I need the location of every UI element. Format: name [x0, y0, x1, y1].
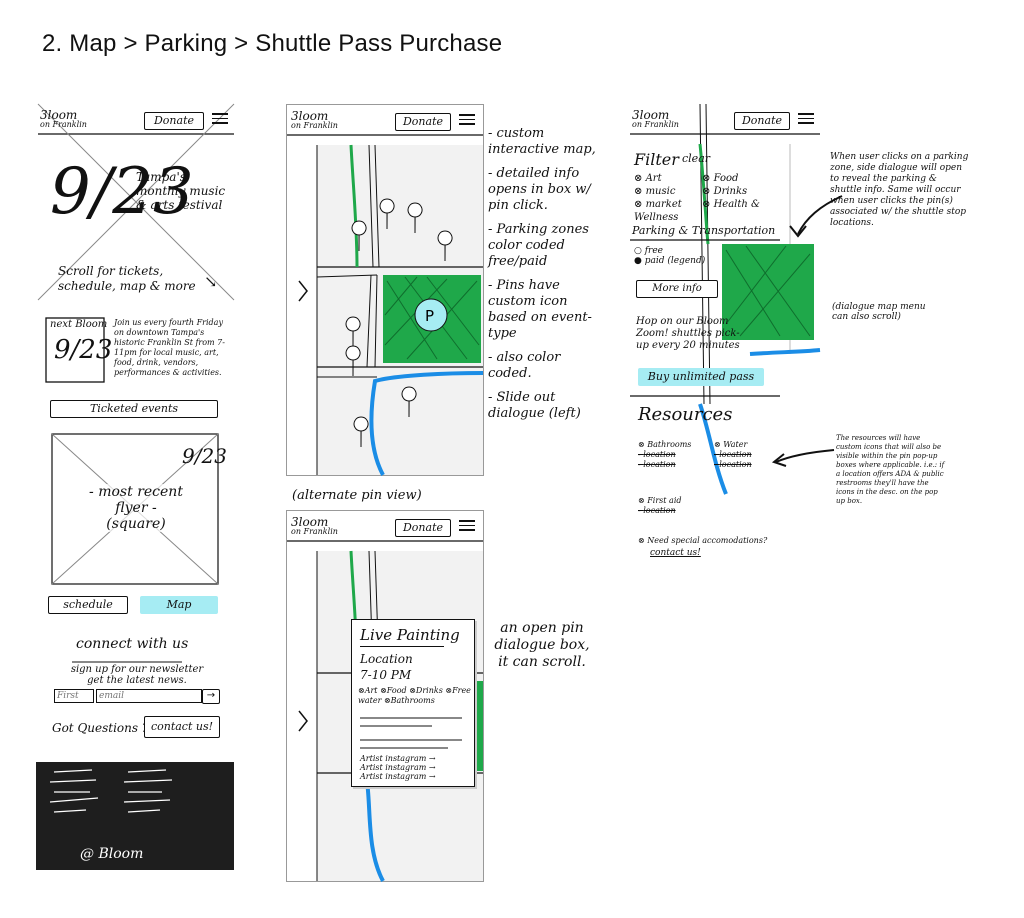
tag-item: ⊗Bathrooms [383, 696, 435, 705]
page-title: 2. Map > Parking > Shuttle Pass Purchase [42, 30, 503, 57]
description-scribble [360, 717, 462, 749]
hamburger-menu-icon[interactable] [459, 517, 475, 531]
connect-heading: connect with us [76, 636, 189, 652]
donate-button[interactable]: Donate [395, 519, 451, 537]
artist-link[interactable]: Artist instagram → [360, 763, 436, 772]
scroll-text: Scroll for tickets, schedule, map & more [58, 264, 196, 293]
filter-music[interactable]: ⊗ music [634, 186, 676, 197]
filter-market[interactable]: ⊗ market [634, 199, 682, 210]
popup-note: an open pin dialogue box, it can scroll. [494, 620, 590, 670]
title-underline [360, 646, 444, 647]
accommodations-text: ⊗ Need special accomodations? [638, 536, 768, 545]
parking-marker-icon[interactable] [414, 298, 448, 332]
artist-link[interactable]: Artist instagram → [360, 772, 436, 781]
filter-list: ⊗ Art ⊗ Food ⊗ music ⊗ Drinks ⊗ market⊗ He… [634, 172, 784, 224]
contact-link[interactable]: contact us! [650, 548, 701, 558]
filter-heading: Filter [634, 150, 679, 169]
map-wireframe: 3loom on Franklin Donate P [286, 104, 484, 476]
footer-link-scribbles [49, 769, 173, 813]
about-text: Join us every fourth Friday on downtown … [114, 318, 225, 377]
clear-filters-link[interactable]: clear [682, 152, 711, 165]
buy-unlimited-pass-button[interactable]: Buy unlimited pass [638, 368, 764, 386]
resources-heading: Resources [638, 404, 733, 425]
filter-drinks[interactable]: ⊗ Drinks [702, 186, 748, 197]
scroll-note: (dialogue map menu can also scroll) [832, 302, 926, 322]
flyer-date: 9/23 [182, 444, 227, 468]
brand-logo[interactable]: 3loom on Franklin [291, 109, 338, 130]
parking-panel-wireframe: 3loom on Franklin Donate Filter clear ⊗ … [630, 103, 821, 574]
artist-link[interactable]: Artist instagram → [360, 754, 436, 763]
pin-dialog-tags: ⊗Art ⊗Food ⊗Drinks ⊗Free water ⊗Bathroom… [358, 686, 474, 706]
schedule-button[interactable]: schedule [48, 596, 128, 614]
tag-item: ⊗Free water [358, 686, 471, 705]
footer-handle[interactable]: @ Bloom [80, 846, 144, 862]
alt-view-label: (alternate pin view) [292, 488, 422, 503]
parking-marker-label: P [425, 307, 434, 325]
footer: @ Bloom [36, 762, 234, 870]
submit-arrow-button[interactable]: → [202, 689, 220, 704]
legend-free: ○ free [634, 246, 664, 256]
filter-art[interactable]: ⊗ Art [634, 173, 662, 184]
home-sketch-lines [37, 103, 235, 663]
next-bloom-label: next Bloom [50, 319, 108, 330]
parking-note: When user clicks on a parking zone, side… [830, 152, 969, 228]
map-note: - detailed info opens in box w/ pin clic… [488, 166, 591, 213]
pin-dialog-time: 7-10 PM [360, 668, 412, 682]
hop-on-text: Hop on our Bloom Zoom! shuttles pick-up … [636, 316, 740, 351]
newsletter-text: sign up for our newsletter get the lates… [70, 664, 204, 686]
more-info-button[interactable]: More info [636, 280, 718, 298]
map-canvas[interactable]: P [287, 105, 484, 476]
donate-button[interactable]: Donate [395, 113, 451, 131]
resource-bathrooms[interactable]: ⊗ Bathrooms - location - location [638, 440, 692, 469]
pin-dialog-location: Location [360, 652, 413, 666]
filter-food[interactable]: ⊗ Food [702, 173, 739, 184]
panel-sketch [630, 103, 821, 495]
donate-button[interactable]: Donate [734, 112, 790, 130]
resource-water[interactable]: ⊗ Water - location - location [714, 440, 752, 469]
tag-item: ⊗Food [380, 686, 407, 695]
hero-tagline: Tampa's monthly music & arts festival [136, 170, 226, 212]
hero-date: 9/23 [50, 155, 194, 229]
map-note: - Pins have custom icon based on event-t… [488, 278, 592, 341]
brand-logo[interactable]: 3loom on Franklin [40, 108, 87, 129]
scroll-down-arrow-icon[interactable]: ↘ [204, 272, 218, 291]
tag-item: ⊗Drinks [409, 686, 443, 695]
brand-logo[interactable]: 3loom on Franklin [291, 515, 338, 536]
map-note: - custom interactive map, [488, 126, 596, 157]
pin-dialog[interactable]: Live Painting Location 7-10 PM ⊗Art ⊗Foo… [351, 619, 475, 787]
ticketed-events-button[interactable]: Ticketed events [50, 400, 218, 418]
map-notes: - custom interactive map, - detailed inf… [488, 126, 598, 422]
filter-health[interactable]: ⊗ Health & Wellness [634, 199, 760, 223]
slide-out-arrow-icon[interactable] [298, 280, 308, 302]
parking-heading: Parking & Transportation [632, 224, 776, 237]
brand-logo[interactable]: 3loom on Franklin [632, 108, 679, 129]
map-note: - Parking zones color coded free/paid [488, 222, 589, 269]
resources-note: The resources will have custom icons tha… [836, 434, 945, 505]
flyer-text[interactable]: - most recent flyer - (square) [86, 484, 186, 532]
donate-button[interactable]: Donate [144, 112, 204, 130]
legend-paid: ● paid (legend) [634, 256, 706, 266]
hamburger-menu-icon[interactable] [798, 110, 814, 124]
slide-out-arrow-icon[interactable] [298, 710, 308, 732]
tag-item: ⊗Art [358, 686, 378, 695]
pin-dialog-title: Live Painting [360, 626, 460, 644]
questions-text: Got Questions ? [52, 721, 149, 735]
map-pins[interactable] [345, 198, 453, 448]
map-note: - Slide out dialogue (left) [488, 390, 581, 421]
home-wireframe: 3loom on Franklin Donate 9/23 Tampa's mo… [36, 103, 236, 870]
contact-button[interactable]: contact us! [144, 716, 220, 738]
resource-first-aid[interactable]: ⊗ First aid - location [638, 496, 682, 515]
alt-pin-wireframe: 3loom on Franklin Donate Live Painting L… [286, 510, 484, 882]
hamburger-menu-icon[interactable] [459, 111, 475, 125]
first-name-input[interactable] [54, 689, 94, 703]
map-button[interactable]: Map [140, 596, 218, 614]
next-bloom-date: 9/23 [54, 335, 113, 365]
email-input[interactable] [96, 689, 202, 703]
hamburger-menu-icon[interactable] [212, 110, 228, 124]
map-note: - also color coded. [488, 350, 561, 381]
